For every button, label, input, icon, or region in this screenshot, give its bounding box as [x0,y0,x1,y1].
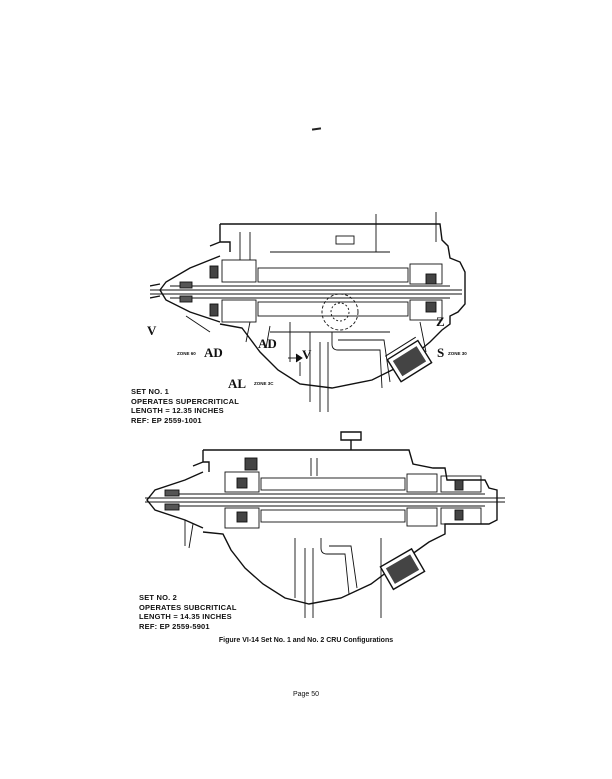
set-2-title: SET NO. 2 [139,593,178,602]
set-1-length: LENGTH = 12.35 INCHES [131,406,224,416]
set-2-notes: SET NO. 2 OPERATES SUBCRITICAL LENGTH = … [139,593,237,631]
set-1-title: SET NO. 1 [131,387,170,396]
label-ad-right: AD [258,336,277,351]
label-zone-3c: ZONE 3C [254,381,274,386]
cru-drawing-set-2 [145,431,505,618]
label-s: S [437,345,445,360]
page-number: Page 50 [292,691,320,698]
label-v-left: V [147,323,157,338]
scan-mark [311,127,322,131]
set-2-reference: REF: EP 2559-5901 [139,621,210,631]
label-zone-30: ZONE 30 [448,351,467,356]
label-z: Z [436,314,445,329]
set-1-notes: SET NO. 1 OPERATES SUPERCRITICAL LENGTH … [131,387,239,425]
label-al: AL [228,376,247,391]
set-2-operation: OPERATES SUBCRITICAL [139,602,237,612]
set-2-length: LENGTH = 14.35 INCHES [139,612,232,622]
cru-drawing-set-1 [150,212,466,412]
label-ad-left: AD [204,345,223,360]
set-1-reference: REF: EP 2559-1001 [131,415,202,425]
label-zone-60: ZONE 60 [177,351,196,356]
label-v-arrow: V [302,347,312,362]
figure-caption: Figure VI-14 Set No. 1 and No. 2 CRU Con… [218,637,394,644]
set-1-operation: OPERATES SUPERCRITICAL [131,396,240,406]
